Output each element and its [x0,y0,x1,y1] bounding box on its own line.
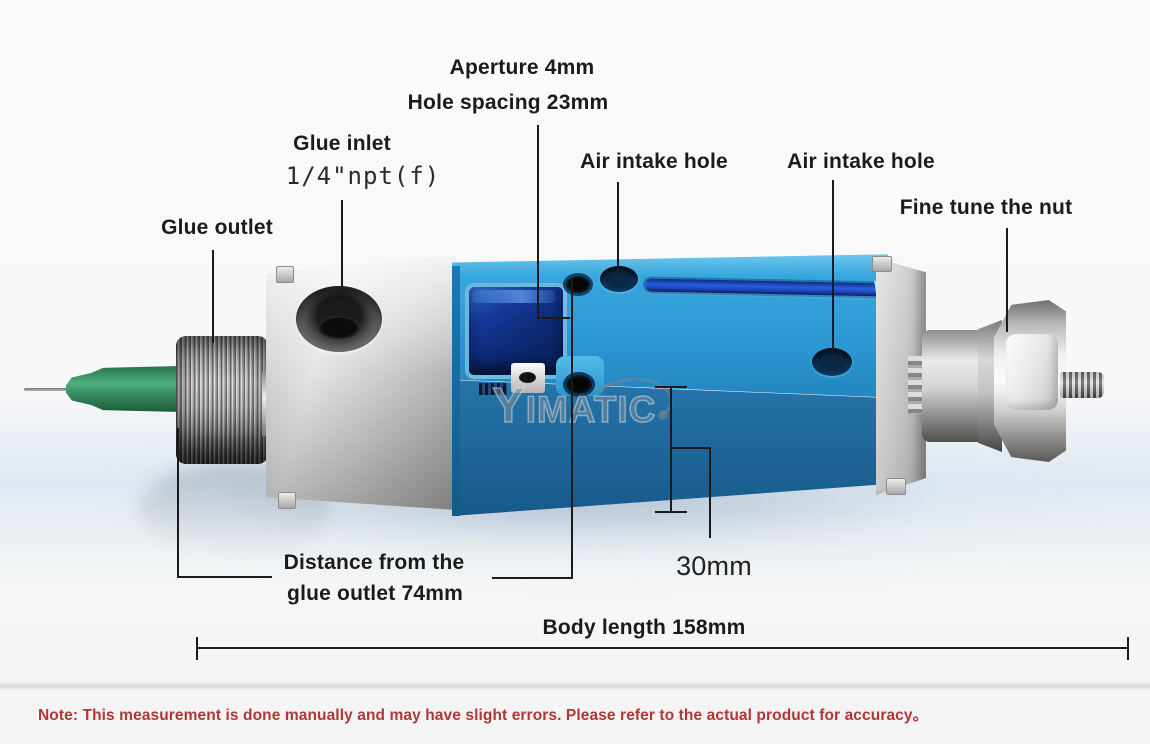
dim-body-length [196,637,1129,660]
label-body-length: Body length 158mm [542,616,746,639]
knurled-outlet-nut [176,336,268,464]
dispensing-needle [24,388,74,391]
note-text: Note: This measurement is done manually … [38,707,929,724]
mount-tab [276,266,294,283]
air-intake-hole-2 [812,348,852,376]
label-hole-spacing: Hole spacing 23mm [407,91,609,114]
label-distance-line1: Distance from the [283,551,465,574]
label-air-intake-2: Air intake hole [787,150,935,173]
floor-strip [0,690,1150,744]
label-inlet-thread: 1/4"npt(f) [285,162,441,190]
mount-tab [872,256,892,272]
hex-nut-face [1006,334,1058,410]
mount-tab [278,492,296,509]
label-glue-inlet: Glue inlet [293,132,391,155]
label-distance-line2: glue outlet 74mm [287,582,463,605]
label-glue-outlet: Glue outlet [161,216,273,239]
piston-window [465,283,567,395]
glue-inlet-port [296,286,382,352]
mounting-hole-top [563,273,593,296]
label-aperture: Aperture 4mm [449,56,595,79]
label-30mm: 30mm [676,551,752,581]
label-air-intake-1: Air intake hole [580,150,728,173]
air-intake-hole-1 [600,266,638,292]
watermark: YIMATIC [491,378,657,433]
valve-body-left-edge [452,266,460,516]
threaded-stud [1060,372,1104,398]
mount-tab [886,478,906,495]
floor-edge-shadow [0,681,1150,691]
label-fine-tune-nut: Fine tune the nut [899,196,1073,219]
